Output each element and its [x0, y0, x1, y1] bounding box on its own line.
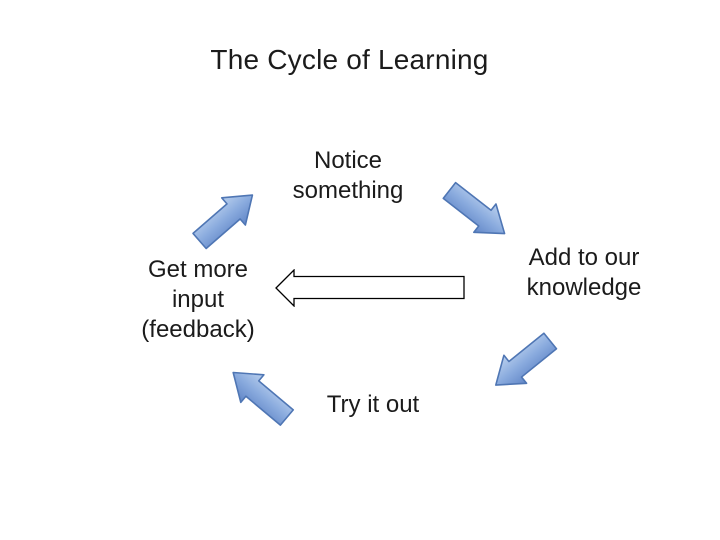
label-line: Notice	[313, 147, 383, 174]
cycle-arrow-try-to-get	[232, 371, 295, 426]
label-line: Get more	[147, 256, 249, 283]
node-label-add-to-knowledge: Add to our knowledge	[484, 243, 684, 303]
feedback-arrow	[275, 269, 465, 307]
label-line: (feedback)	[141, 316, 255, 343]
node-label-try-it-out: Try it out	[273, 390, 473, 420]
label-line: input	[171, 286, 225, 313]
label-line: Try it out	[326, 391, 420, 418]
cycle-arrow-get-to-notice	[192, 194, 254, 250]
slide-title: The Cycle of Learning	[210, 44, 489, 75]
label-line: something	[292, 177, 404, 204]
cycle-arrow-notice-to-add	[442, 181, 506, 235]
cycle-arrow-add-to-try	[494, 332, 558, 386]
label-line: knowledge	[526, 274, 642, 301]
node-label-get-more-input: Get more input (feedback)	[98, 255, 298, 345]
node-label-notice-something: Notice something	[248, 146, 448, 206]
label-line: Add to our	[528, 244, 640, 271]
